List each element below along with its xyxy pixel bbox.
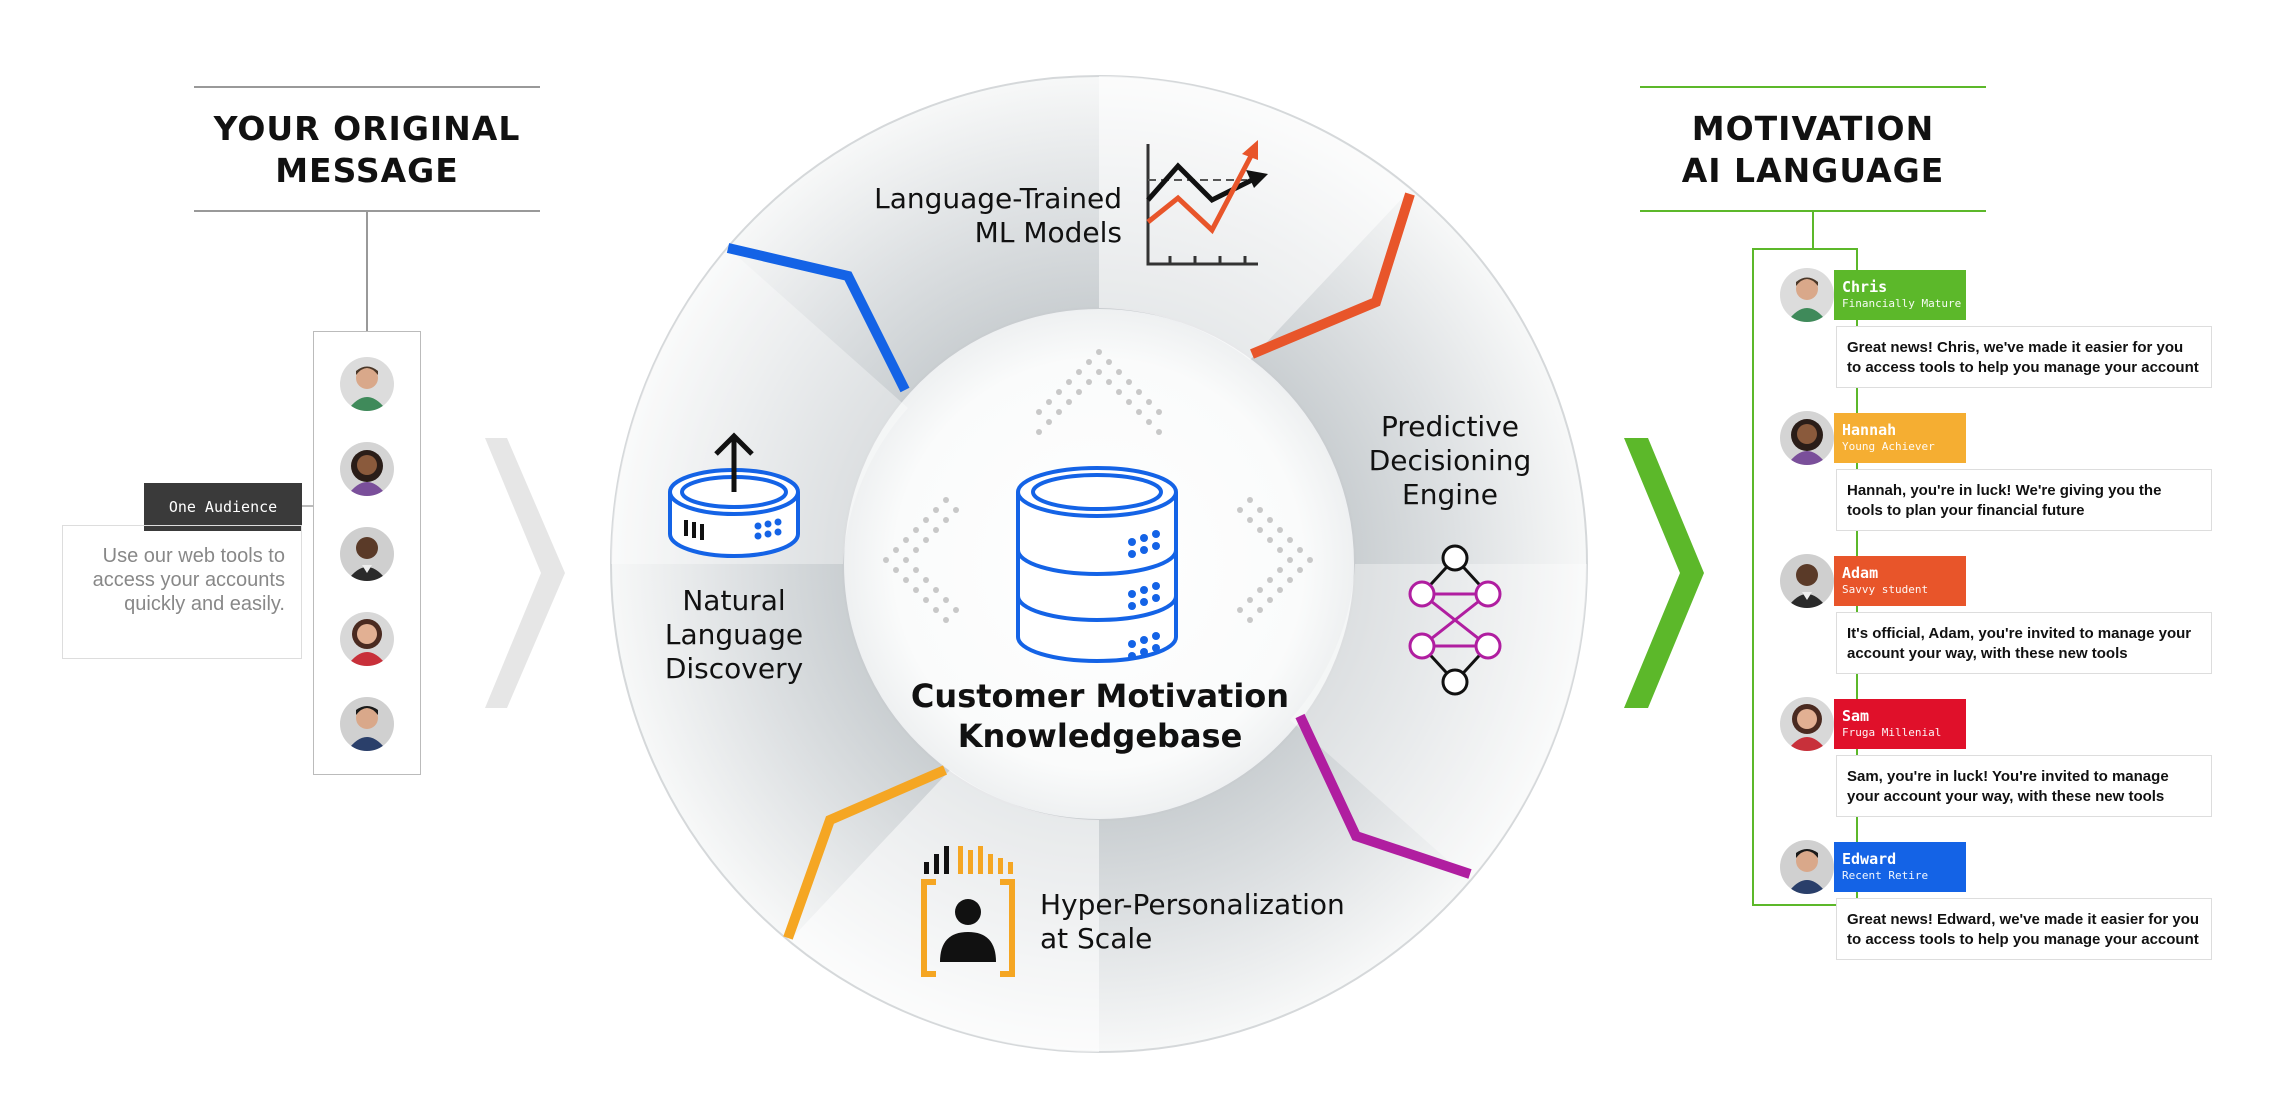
database-icon bbox=[1016, 466, 1178, 663]
avatar bbox=[1780, 840, 1834, 894]
persona-message: Great news! Edward, we've made it easier… bbox=[1836, 898, 2212, 960]
heading-bottom-rule bbox=[194, 210, 540, 212]
avatar bbox=[1780, 554, 1834, 608]
ai-language-heading: MOTIVATION AI LANGUAGE bbox=[1640, 86, 1986, 212]
persona-tag: Adam Savvy student bbox=[1834, 556, 1966, 606]
persona-tag: Chris Financially Mature bbox=[1834, 270, 1966, 320]
avatar-4 bbox=[340, 612, 394, 666]
audience-tag: One Audience bbox=[144, 483, 302, 531]
persona-segment: Recent Retire bbox=[1842, 869, 1929, 882]
segment-decisioning-label: Predictive Decisioning Engine bbox=[1368, 410, 1532, 511]
avatar-5 bbox=[340, 697, 394, 751]
knowledgebase-title: Customer Motivation Knowledgebase bbox=[900, 676, 1300, 756]
persona-name: Sam bbox=[1842, 707, 1870, 725]
persona-tag: Edward Recent Retire bbox=[1834, 842, 1966, 892]
avatar bbox=[1780, 697, 1834, 751]
segment-personalization-label: Hyper-Personalization at Scale bbox=[1040, 888, 1345, 955]
heading-top-rule bbox=[1640, 86, 1986, 88]
persona-name: Edward bbox=[1842, 850, 1897, 868]
persona-tag: Sam Fruga Millenial bbox=[1834, 699, 1966, 749]
avatar-1 bbox=[340, 357, 394, 411]
persona-segment: Financially Mature bbox=[1842, 297, 1962, 310]
persona-message: Sam, you're in luck! You're invited to m… bbox=[1836, 755, 2212, 817]
original-message-title-2: MESSAGE bbox=[275, 151, 459, 190]
avatar-connector bbox=[300, 505, 314, 507]
persona-segment: Savvy student bbox=[1842, 583, 1929, 596]
persona-segment: Young Achiever bbox=[1842, 440, 1935, 453]
segment-discovery-label: Natural Language Discovery bbox=[664, 584, 804, 685]
avatar bbox=[1780, 411, 1834, 465]
avatar-3 bbox=[340, 527, 394, 581]
person-signal-icon bbox=[921, 846, 1015, 977]
persona-segment: Fruga Millenial bbox=[1842, 726, 1942, 739]
ai-language-title-2: AI LANGUAGE bbox=[1681, 151, 1945, 190]
neural-network-icon bbox=[1408, 544, 1502, 696]
avatar-2 bbox=[340, 442, 394, 496]
segment-ml-models-label: Language-Trained ML Models bbox=[874, 182, 1122, 249]
heading-top-rule bbox=[194, 86, 540, 88]
original-message-title-1: YOUR ORIGINAL bbox=[213, 109, 521, 148]
persona-message: Hannah, you're in luck! We're giving you… bbox=[1836, 469, 2212, 531]
original-message-heading: YOUR ORIGINAL MESSAGE bbox=[194, 86, 540, 212]
avatar bbox=[1780, 268, 1834, 322]
audience-avatar-column bbox=[313, 331, 421, 775]
dotted-arrow-left bbox=[883, 497, 959, 623]
connector-line bbox=[366, 212, 368, 332]
persona-name: Chris bbox=[1842, 278, 1888, 296]
knowledgebase-title-2: Knowledgebase bbox=[957, 717, 1243, 755]
knowledgebase-title-1: Customer Motivation bbox=[910, 677, 1290, 715]
ai-language-title-1: MOTIVATION bbox=[1691, 109, 1935, 148]
dotted-arrow-up bbox=[1036, 349, 1162, 435]
persona-tag: Hannah Young Achiever bbox=[1834, 413, 1966, 463]
chevron-right-icon bbox=[485, 438, 565, 708]
original-message-text: Use our web tools to access your account… bbox=[62, 525, 302, 659]
heading-bottom-rule bbox=[1640, 210, 1986, 212]
persona-message: It's official, Adam, you're invited to m… bbox=[1836, 612, 2212, 674]
persona-message: Great news! Chris, we've made it easier … bbox=[1836, 326, 2212, 388]
connector-line bbox=[1812, 212, 1814, 248]
database-upload-icon bbox=[668, 432, 800, 558]
chevron-right-icon bbox=[1624, 438, 1704, 708]
line-chart-icon bbox=[1146, 140, 1268, 266]
dotted-arrow-right bbox=[1237, 497, 1313, 623]
persona-name: Adam bbox=[1842, 564, 1879, 582]
persona-name: Hannah bbox=[1842, 421, 1897, 439]
